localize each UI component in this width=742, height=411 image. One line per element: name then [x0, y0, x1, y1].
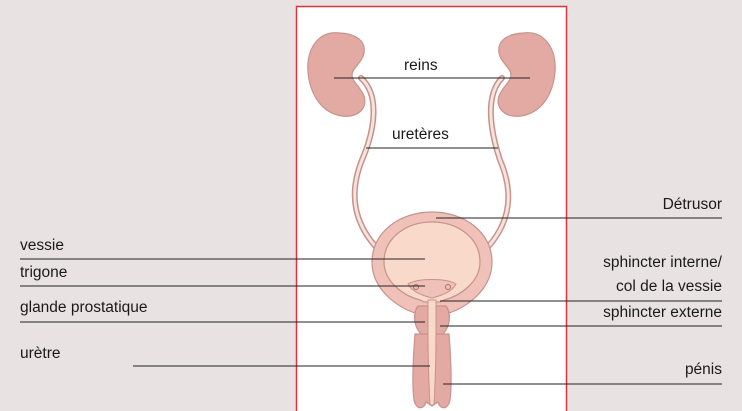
- label-reins: reins: [404, 57, 438, 75]
- label-detrusor: Détrusor: [663, 196, 722, 214]
- label-sphincter-interne-line1: sphincter interne/: [603, 254, 722, 272]
- label-glande-prostatique: glande prostatique: [20, 299, 148, 317]
- label-sphincter-externe: sphincter externe: [603, 304, 722, 322]
- label-penis: pénis: [685, 361, 722, 379]
- label-sphincter-interne-line2: col de la vessie: [616, 278, 722, 296]
- urethra: [428, 300, 436, 405]
- label-trigone: trigone: [20, 264, 67, 282]
- label-ureteres: uretères: [392, 126, 449, 144]
- label-uretre: urètre: [20, 345, 61, 363]
- label-vessie: vessie: [20, 237, 64, 255]
